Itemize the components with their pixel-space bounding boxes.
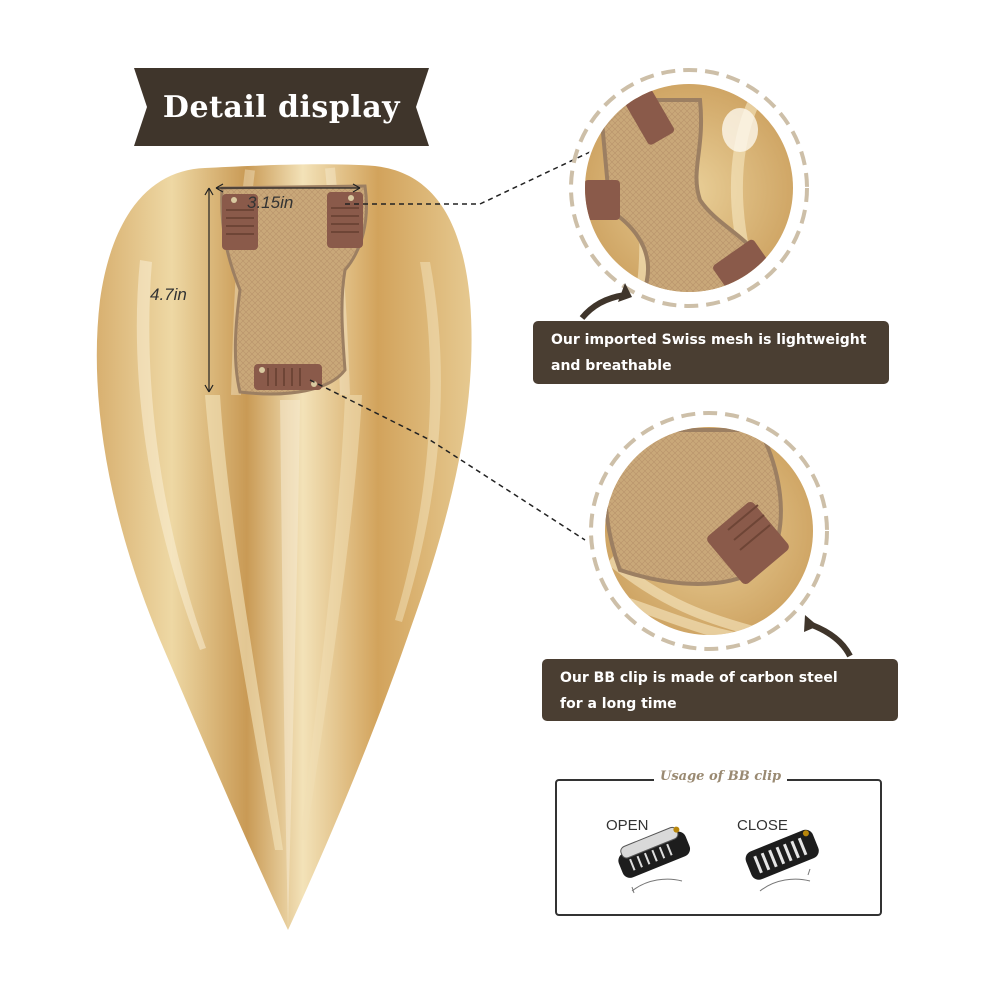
topper-clip-top-right — [327, 192, 363, 248]
width-measurement-label: 3.15in — [247, 193, 294, 212]
close-label: CLOSE — [737, 817, 788, 834]
arrow-to-mesh-caption — [579, 283, 632, 320]
clip-caption-line2: for a long time — [560, 696, 677, 712]
topper-clip-top-left — [222, 194, 258, 250]
close-clip-icon — [745, 829, 819, 892]
mesh-caption-line1: Our imported Swiss mesh is lightweight — [551, 332, 867, 348]
zoom-circle-mesh — [569, 68, 809, 308]
open-label: OPEN — [606, 817, 649, 834]
width-dimension-line — [215, 183, 361, 193]
clip-caption: Our BB clip is made of carbon steel for … — [542, 659, 898, 721]
clip-caption-line1: Our BB clip is made of carbon steel — [560, 670, 838, 686]
topper-clip-bottom — [254, 364, 322, 390]
arrow-to-clip-caption — [804, 615, 853, 658]
usage-panel-title: Usage of BB clip — [654, 769, 788, 784]
mesh-caption-line2: and breathable — [551, 358, 672, 374]
banner-title: Detail display — [162, 89, 401, 125]
zoom-circle-clip — [589, 411, 829, 651]
mesh-caption: Our imported Swiss mesh is lightweight a… — [533, 321, 889, 384]
bb-clip-usage-panel: Usage of BB clip OPEN CLOSE — [555, 769, 882, 916]
open-clip-icon — [618, 826, 691, 894]
connector-lines — [309, 151, 591, 541]
height-dimension-line — [204, 187, 214, 393]
height-measurement-label: 4.7in — [150, 285, 187, 304]
title-banner: Detail display — [134, 68, 429, 146]
